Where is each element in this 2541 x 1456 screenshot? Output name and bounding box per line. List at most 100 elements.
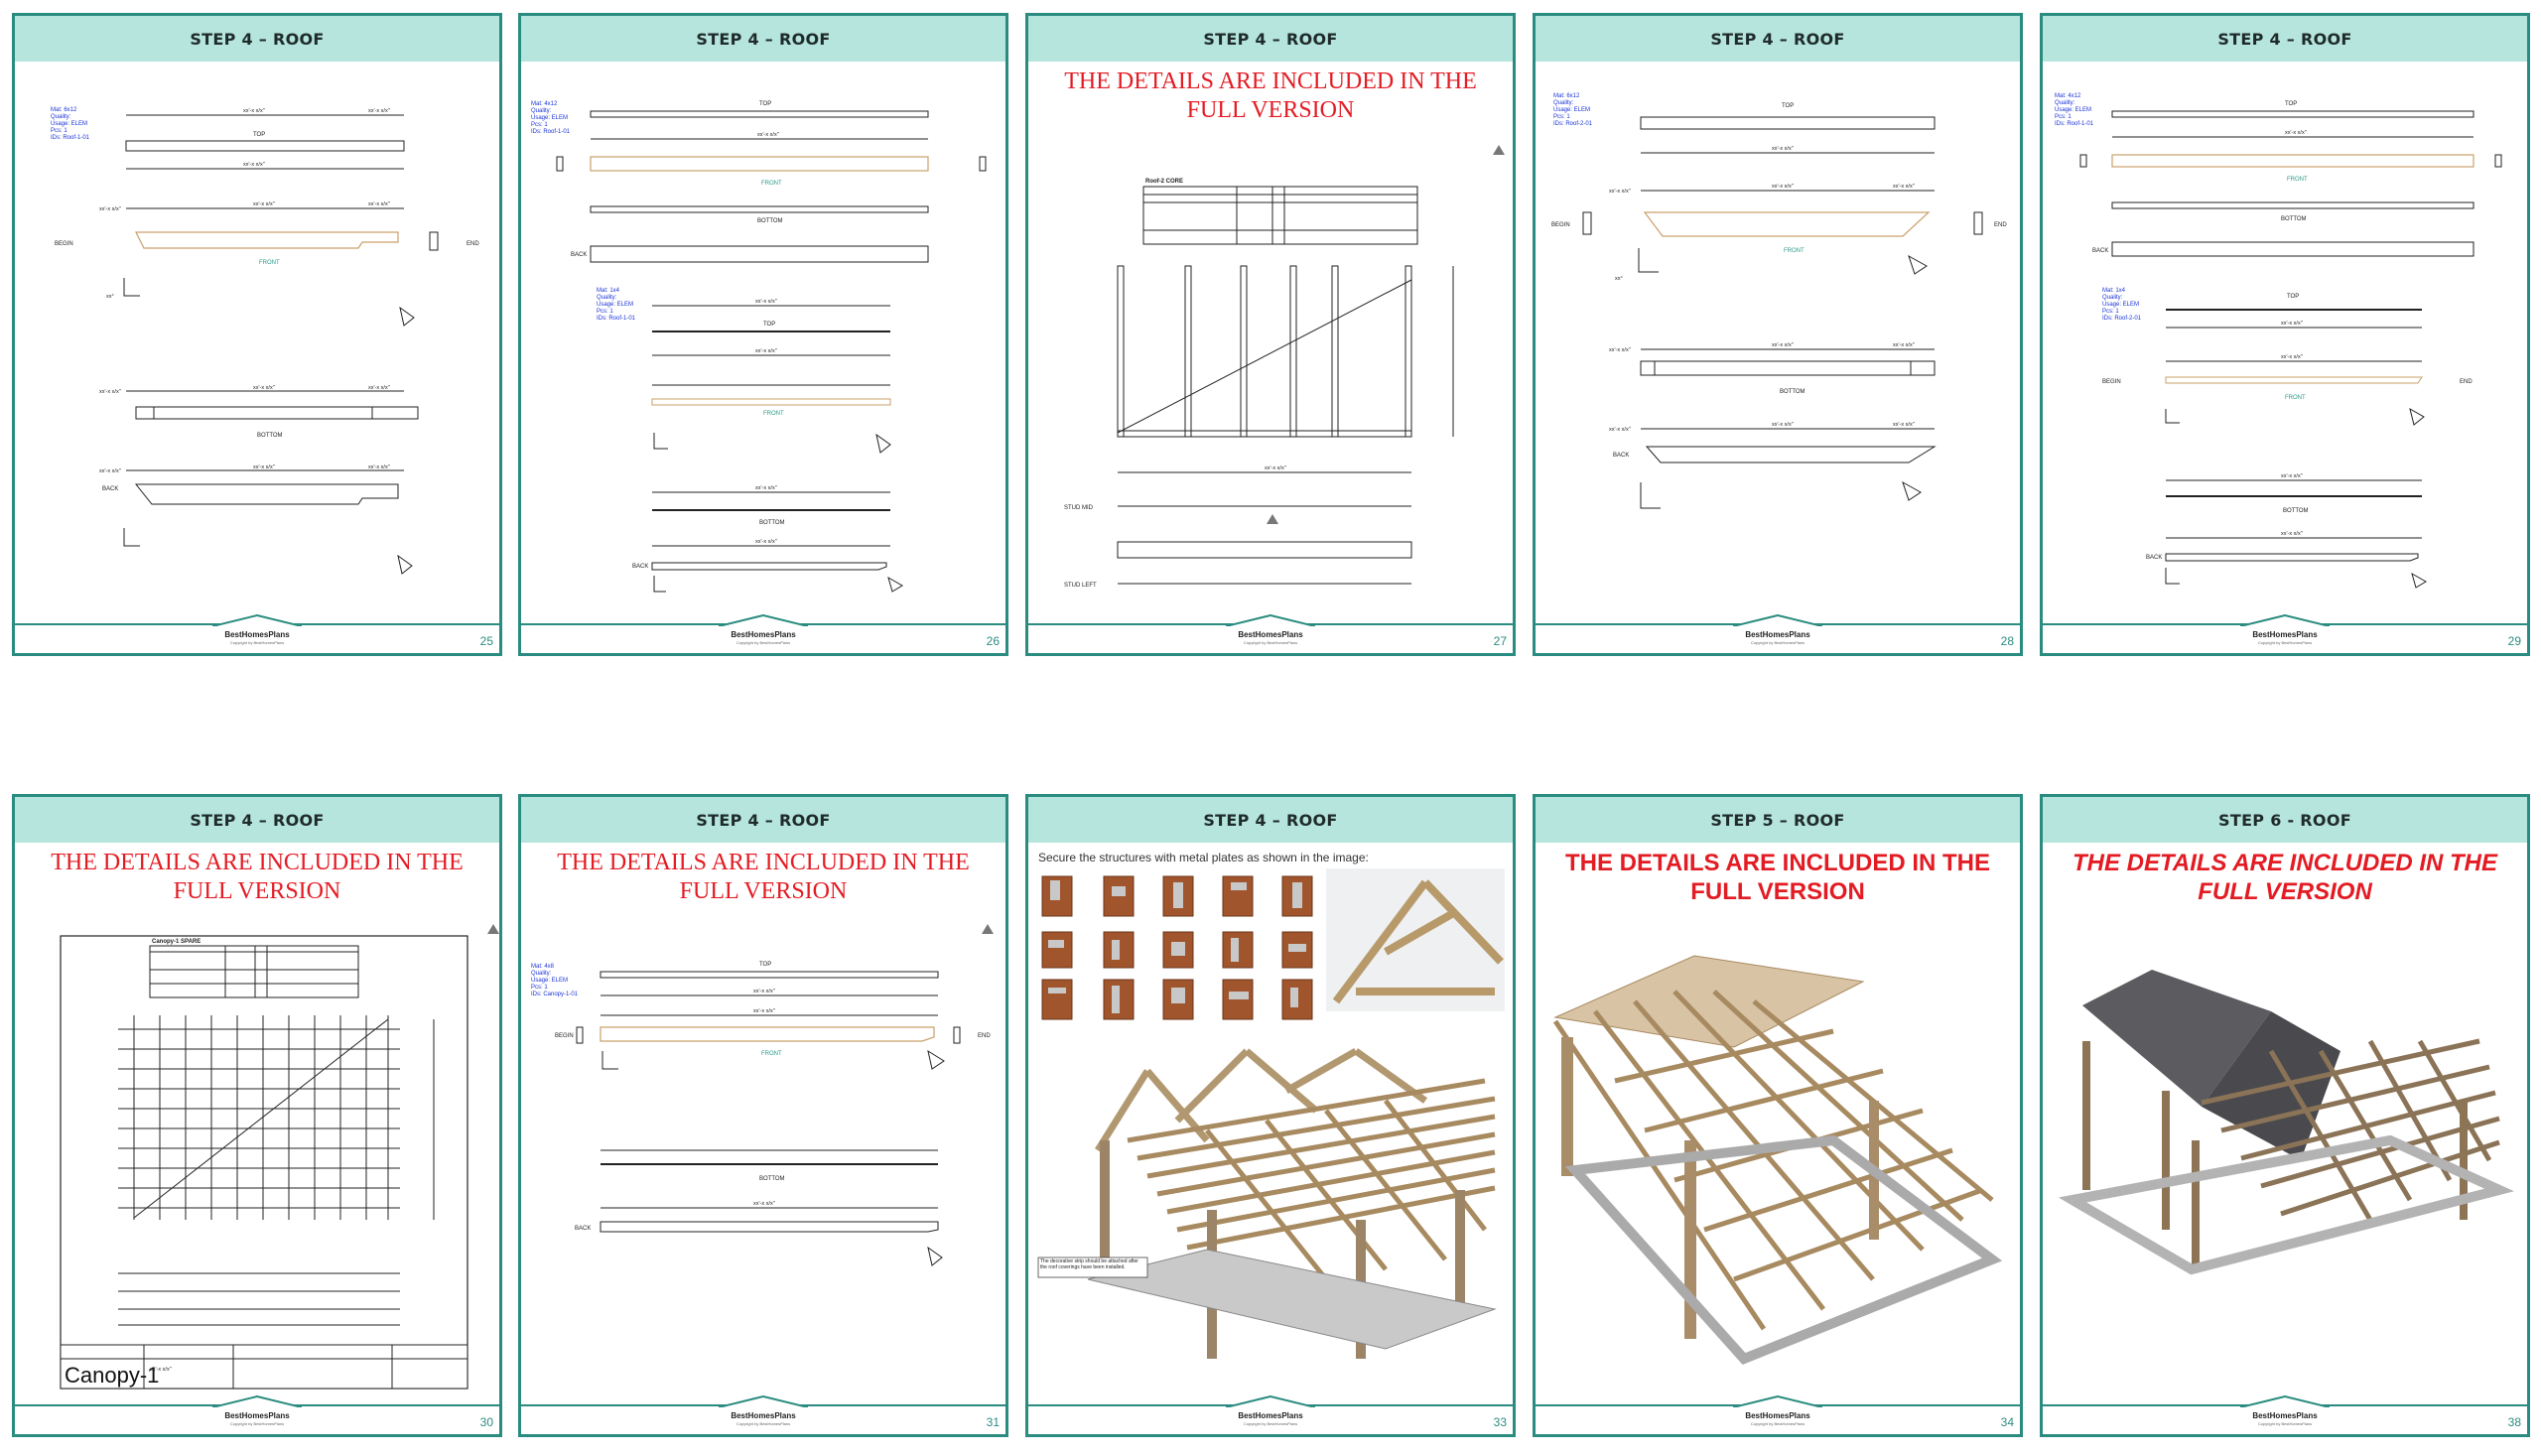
svg-text:BACK: BACK — [575, 1226, 591, 1232]
brand-logo: BestHomesPlans — [731, 1411, 796, 1420]
svg-text:Pcs: 1: Pcs: 1 — [531, 985, 548, 991]
title-block: Canopy-1 — [65, 1363, 159, 1388]
svg-text:IDs: Roof-1-01: IDs: Roof-1-01 — [2055, 121, 2094, 127]
svg-text:BACK: BACK — [632, 564, 648, 570]
svg-text:xx'-x x/x": xx'-x x/x" — [99, 468, 121, 474]
svg-text:Pcs: 1: Pcs: 1 — [1553, 114, 1570, 120]
svg-text:STUD MID: STUD MID — [1064, 505, 1094, 511]
svg-text:FRONT: FRONT — [1784, 248, 1805, 254]
page-number: 26 — [986, 634, 1000, 648]
svg-text:Mat: 4x12: Mat: 4x12 — [2055, 93, 2081, 99]
brand-logo: BestHomesPlans — [1745, 1411, 1810, 1420]
assembly-illustration: THE DETAILS ARE INCLUDED IN THE FULL VER… — [2043, 843, 2527, 1408]
page-footer: BestHomesPlans Copyright by BestHomesPla… — [1536, 614, 2020, 653]
svg-text:xx°: xx° — [106, 294, 114, 300]
svg-text:BEGIN: BEGIN — [1551, 222, 1570, 228]
svg-text:xx'-x x/x": xx'-x x/x" — [755, 539, 777, 545]
svg-text:Mat: 4x12: Mat: 4x12 — [531, 101, 558, 107]
svg-text:Mat: 1x4: Mat: 1x4 — [597, 288, 620, 294]
svg-text:xx'-x x/x": xx'-x x/x" — [1772, 146, 1794, 152]
page-header: STEP 4 – ROOF — [15, 16, 499, 62]
page-number: 34 — [2000, 1415, 2014, 1429]
svg-text:xx'-x x/x": xx'-x x/x" — [253, 385, 275, 391]
svg-text:xx'-x x/x": xx'-x x/x" — [2281, 354, 2303, 360]
svg-text:BEGIN: BEGIN — [2102, 379, 2121, 385]
full-version-notice: THE DETAILS ARE INCLUDED IN THE FULL VER… — [557, 850, 970, 904]
svg-text:BOTTOM: BOTTOM — [2281, 216, 2307, 222]
svg-text:END: END — [1994, 222, 2007, 228]
svg-text:xx'-x x/x": xx'-x x/x" — [755, 485, 777, 491]
page-number: 33 — [1493, 1415, 1507, 1429]
copyright: Copyright by BestHomesPlans — [229, 640, 285, 645]
svg-text:Usage: ELEM: Usage: ELEM — [2055, 107, 2091, 113]
svg-text:Canopy-1 SPARE: Canopy-1 SPARE — [152, 939, 201, 945]
svg-text:xx'-x x/x": xx'-x x/x" — [2281, 531, 2303, 537]
assembly-illustration: THE DETAILS ARE INCLUDED IN THE FULL VER… — [1536, 843, 2020, 1408]
svg-text:BACK: BACK — [1613, 453, 1629, 459]
svg-text:xx'-x x/x": xx'-x x/x" — [1265, 465, 1286, 471]
page-footer: BestHomesPlans Copyright by BestHomesPla… — [1536, 1395, 2020, 1434]
assembly-illustration: Secure the structures with metal plates … — [1028, 843, 1513, 1408]
page-number: 25 — [479, 634, 493, 648]
page-header: STEP 6 - ROOF — [2043, 797, 2527, 843]
svg-text:Mat: 4x8: Mat: 4x8 — [531, 964, 555, 970]
copyright: Copyright by BestHomesPlans — [736, 1421, 791, 1426]
page-33: STEP 4 – ROOF Secure the structures with… — [1025, 794, 1516, 1437]
svg-text:xx'-x x/x": xx'-x x/x" — [243, 108, 265, 114]
svg-text:IDs: Roof-1-01: IDs: Roof-1-01 — [531, 129, 571, 135]
svg-text:xx'-x x/x": xx'-x x/x" — [753, 1008, 775, 1014]
full-version-notice: THE DETAILS ARE INCLUDED IN THE FULL VER… — [1064, 68, 1477, 123]
svg-text:Usage: ELEM: Usage: ELEM — [51, 121, 87, 127]
page-number: 28 — [2000, 634, 2014, 648]
svg-text:END: END — [467, 241, 479, 247]
assembly-note: The decorative strip should be attached … — [1040, 1258, 1138, 1270]
instruction-caption: Secure the structures with metal plates … — [1038, 851, 1369, 864]
svg-text:xx'-x x/x": xx'-x x/x" — [368, 108, 390, 114]
svg-text:xx'-x x/x": xx'-x x/x" — [253, 201, 275, 207]
svg-text:IDs: Roof-1-01: IDs: Roof-1-01 — [597, 316, 636, 322]
svg-text:FRONT: FRONT — [763, 411, 784, 417]
page-number: 30 — [479, 1415, 493, 1429]
copyright: Copyright by BestHomesPlans — [229, 1421, 285, 1426]
page-header: STEP 4 – ROOF — [1028, 16, 1513, 62]
page-footer: BestHomesPlans Copyright by BestHomesPla… — [1028, 614, 1513, 653]
svg-text:Pcs: 1: Pcs: 1 — [2102, 309, 2119, 315]
svg-text:TOP: TOP — [763, 322, 775, 328]
page-footer: BestHomesPlans Copyright by BestHomesPla… — [521, 1395, 1005, 1434]
page-29: STEP 4 – ROOF Mat: 4x12 Quality: Usage: … — [2040, 13, 2530, 656]
page-footer: BestHomesPlans Copyright by BestHomesPla… — [2043, 1395, 2527, 1434]
svg-text:IDs: Roof-1-01: IDs: Roof-1-01 — [51, 135, 90, 141]
svg-text:Usage: ELEM: Usage: ELEM — [2102, 302, 2139, 308]
svg-text:xx'-x x/x": xx'-x x/x" — [755, 348, 777, 354]
page-number: 29 — [2507, 634, 2521, 648]
svg-text:Mat: 6x12: Mat: 6x12 — [1553, 93, 1580, 99]
svg-text:BOTTOM: BOTTOM — [759, 1176, 785, 1182]
svg-text:xx'-x x/x": xx'-x x/x" — [1609, 189, 1631, 195]
svg-text:IDs: Roof-2-01: IDs: Roof-2-01 — [2102, 316, 2142, 322]
svg-text:xx'-x x/x": xx'-x x/x" — [368, 201, 390, 207]
copyright: Copyright by BestHomesPlans — [1750, 640, 1805, 645]
copyright: Copyright by BestHomesPlans — [2257, 1421, 2313, 1426]
svg-text:BACK: BACK — [2092, 248, 2108, 254]
svg-text:TOP: TOP — [759, 101, 771, 107]
full-version-notice: THE DETAILS ARE INCLUDED IN THE FULL VER… — [2072, 850, 2497, 905]
svg-text:TOP: TOP — [1782, 103, 1794, 109]
page-number: 38 — [2507, 1415, 2521, 1429]
svg-text:xx'-x x/x": xx'-x x/x" — [243, 162, 265, 168]
svg-text:xx'-x x/x": xx'-x x/x" — [757, 132, 779, 138]
page-34: STEP 5 – ROOF THE DETAILS ARE INCLUDED I… — [1533, 794, 2023, 1437]
svg-text:Usage: ELEM: Usage: ELEM — [531, 978, 568, 984]
svg-text:Pcs: 1: Pcs: 1 — [597, 309, 613, 315]
svg-text:Quality:: Quality: — [597, 295, 617, 301]
svg-text:END: END — [2460, 379, 2473, 385]
brand-logo: BestHomesPlans — [224, 630, 290, 639]
svg-text:BOTTOM: BOTTOM — [759, 520, 785, 526]
svg-text:xx'-x x/x": xx'-x x/x" — [755, 299, 777, 305]
svg-text:xx'-x x/x": xx'-x x/x" — [1893, 422, 1915, 428]
svg-text:xx'-x x/x": xx'-x x/x" — [2281, 473, 2303, 479]
svg-text:Mat: 6x12: Mat: 6x12 — [51, 107, 77, 113]
page-30: STEP 4 – ROOF THE DETAILS ARE INCLUDED I… — [12, 794, 502, 1437]
svg-text:xx'-x x/x": xx'-x x/x" — [1772, 342, 1794, 348]
copyright: Copyright by BestHomesPlans — [1750, 1421, 1805, 1426]
svg-text:xx'-x x/x": xx'-x x/x" — [368, 385, 390, 391]
